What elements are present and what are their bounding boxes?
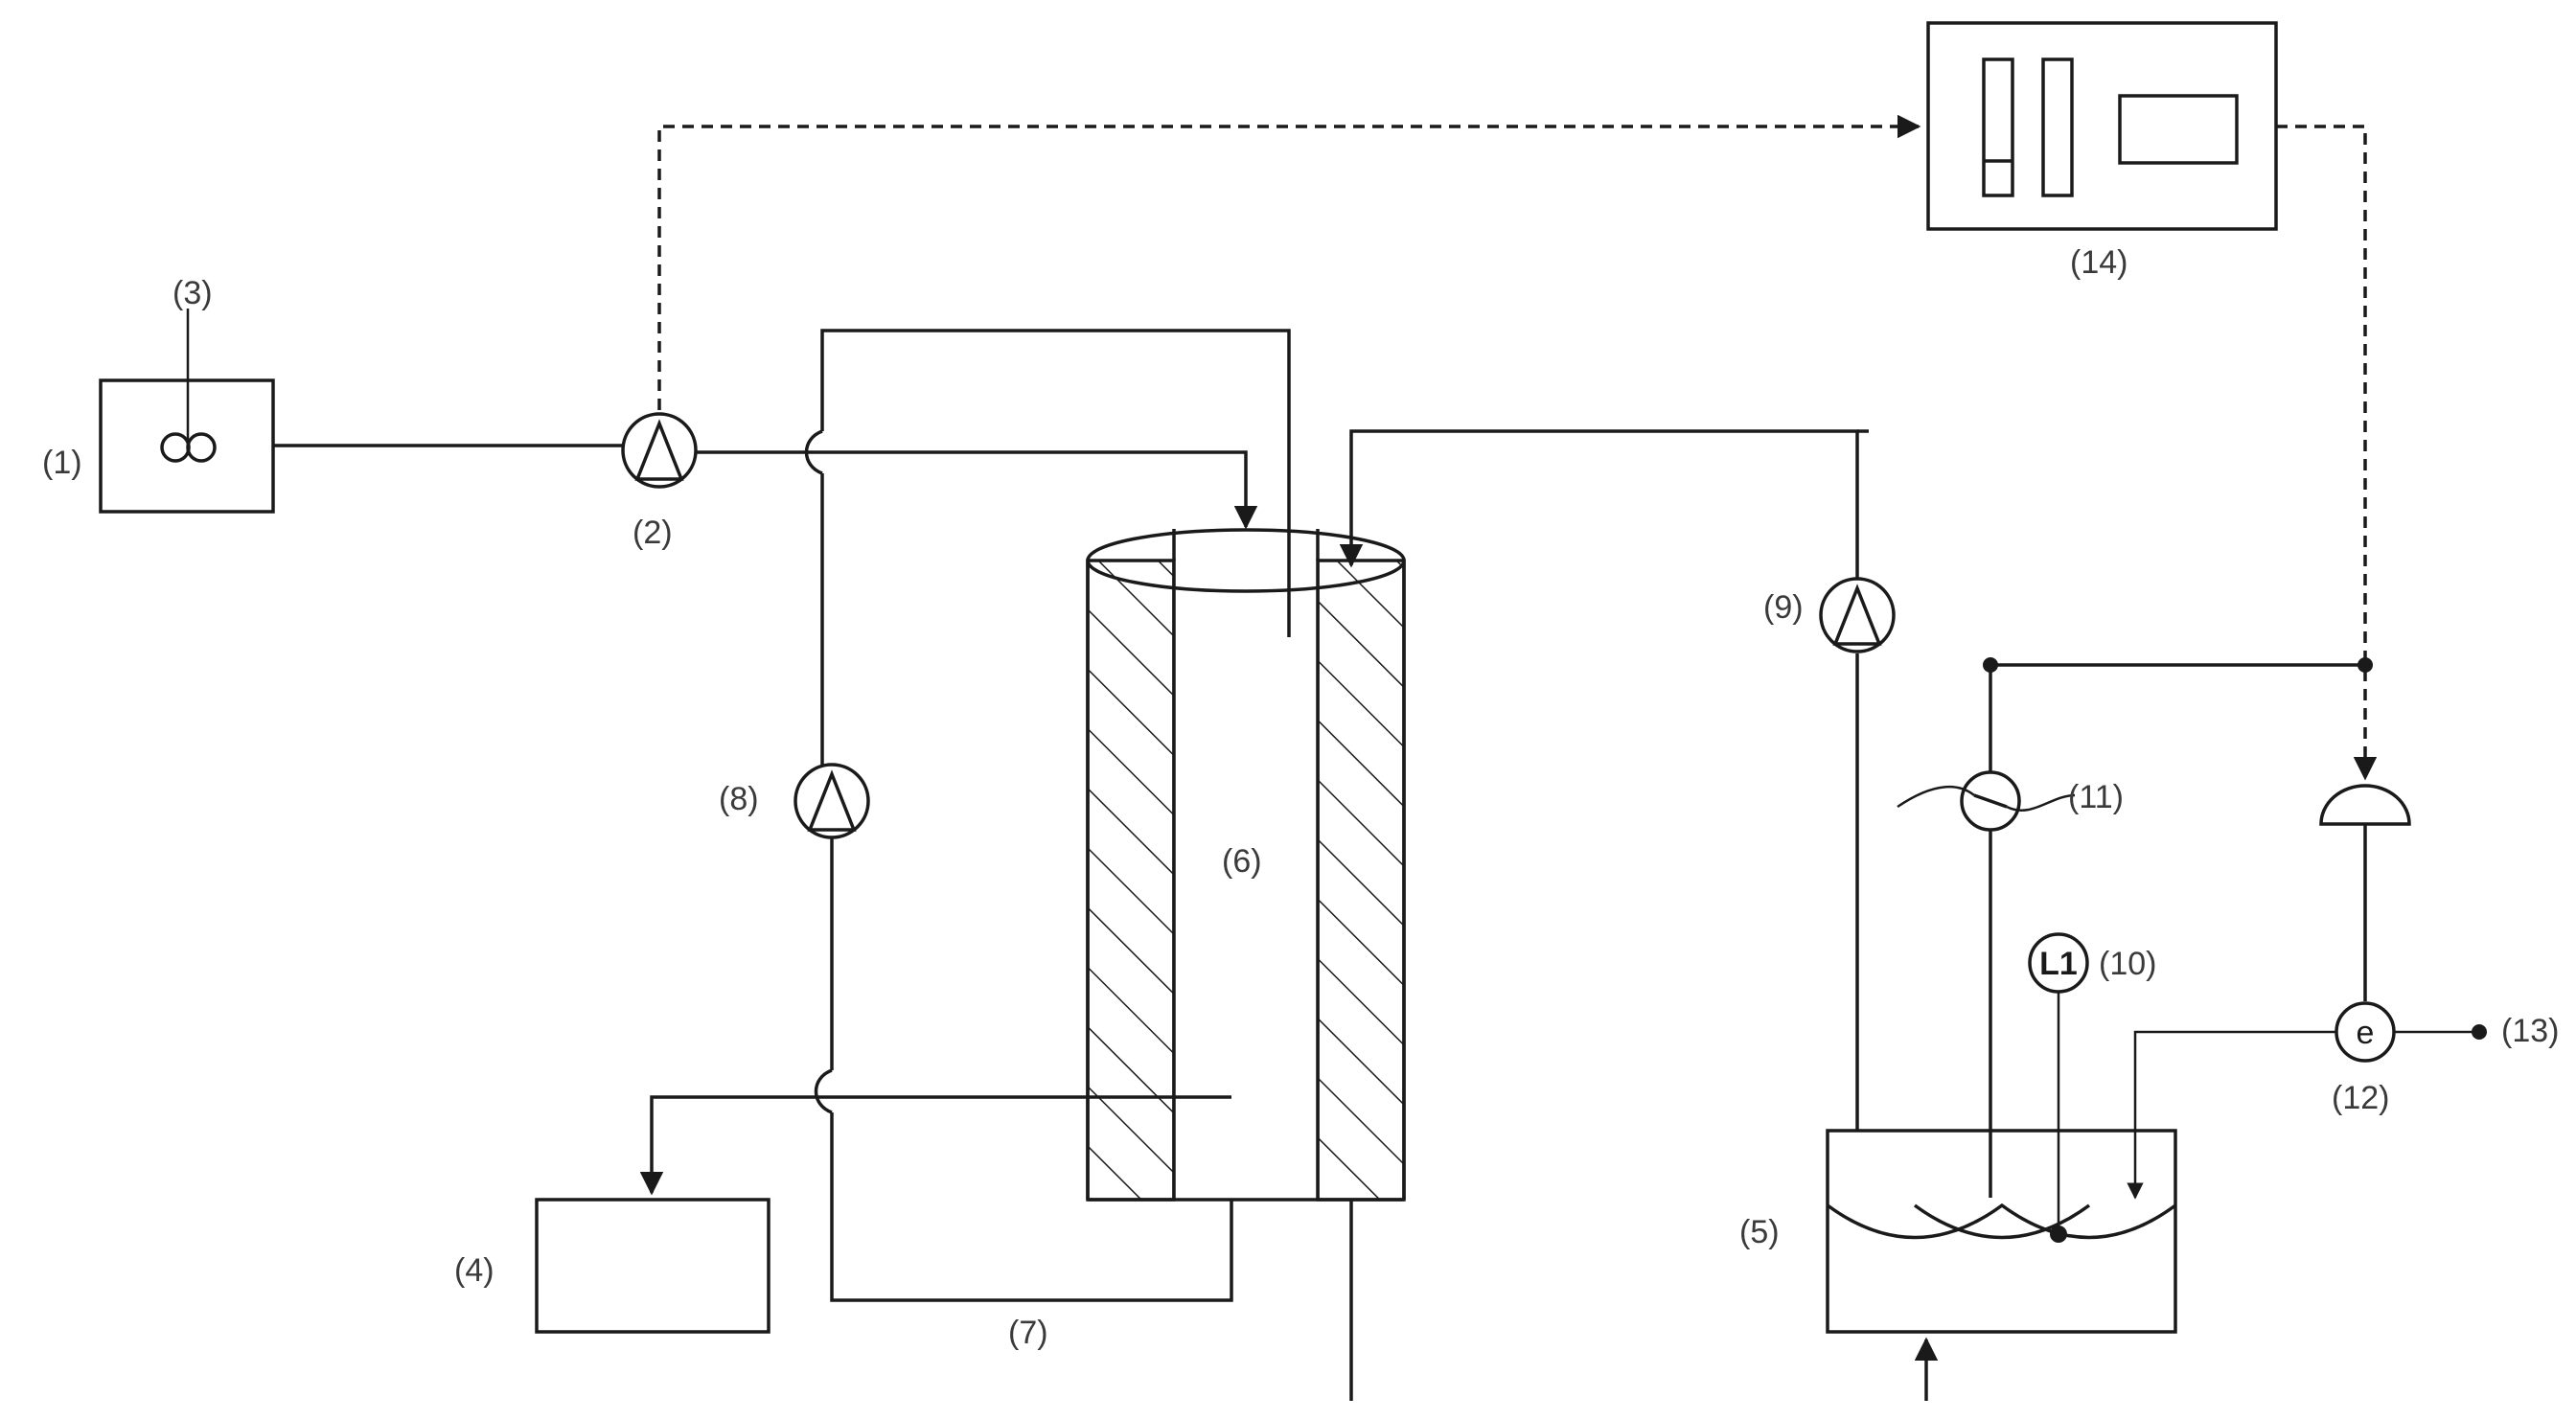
label-2: (2): [632, 515, 673, 551]
column-6-icon: [1086, 528, 1406, 1202]
label-13: (13): [2501, 1013, 2559, 1049]
pump-2-icon: [621, 412, 698, 489]
signal-line-pump2-to-controller: [657, 114, 1921, 410]
level-sensor-symbol: L1: [2039, 946, 2078, 982]
recycle-line-upper: [820, 329, 1291, 637]
label-12: (12): [2332, 1080, 2389, 1116]
feed-line-to-column: [697, 450, 1258, 530]
junction-dot-left: [1983, 657, 1998, 673]
label-6: (6): [1222, 843, 1262, 880]
label-10: (10): [2099, 946, 2156, 982]
pump-8-icon: [794, 763, 870, 839]
unit-4-box: [535, 1198, 770, 1334]
tank-5-liquid-surface-mid: [1913, 1203, 2091, 1240]
label-4: (4): [454, 1252, 494, 1289]
sensor-11-icon: [1897, 770, 2076, 832]
electrode-symbol: e: [2357, 1015, 2375, 1051]
label-1: (1): [42, 445, 82, 481]
label-9: (9): [1763, 589, 1804, 626]
electrode-12-icon: e: [2334, 1001, 2396, 1063]
outlet-line-to-unit-4: [639, 1095, 1231, 1196]
label-3: (3): [172, 275, 213, 311]
label-7: (7): [1008, 1315, 1048, 1351]
terminal-13-dot: [2472, 1024, 2487, 1040]
label-8: (8): [719, 781, 759, 817]
sensor-11-line: [1989, 663, 2367, 1198]
level-sensor-10-icon: L1: [2028, 932, 2089, 1243]
label-11: (11): [2068, 779, 2124, 815]
electrode-line-to-tank: [2127, 1030, 2336, 1200]
junction-dot-right: [2358, 657, 2373, 673]
stirrer-icon: [160, 309, 217, 463]
control-valve-icon: [2319, 784, 2411, 1001]
label-14: (14): [2070, 244, 2128, 281]
tank-5-liquid-surface: [1826, 1202, 2177, 1240]
label-5: (5): [1739, 1214, 1780, 1250]
pump-9-icon: [1819, 577, 1896, 653]
recycle-line-7: [830, 1112, 1233, 1302]
controller-14-icon: [1926, 21, 2278, 231]
tank-5-box: [1826, 1129, 2177, 1334]
line-crossover-upper: [804, 429, 823, 475]
return-line-to-column: [1339, 429, 1859, 579]
line-crossover-lower: [814, 1068, 833, 1114]
signal-line-controller-to-valve: [2276, 125, 2378, 781]
